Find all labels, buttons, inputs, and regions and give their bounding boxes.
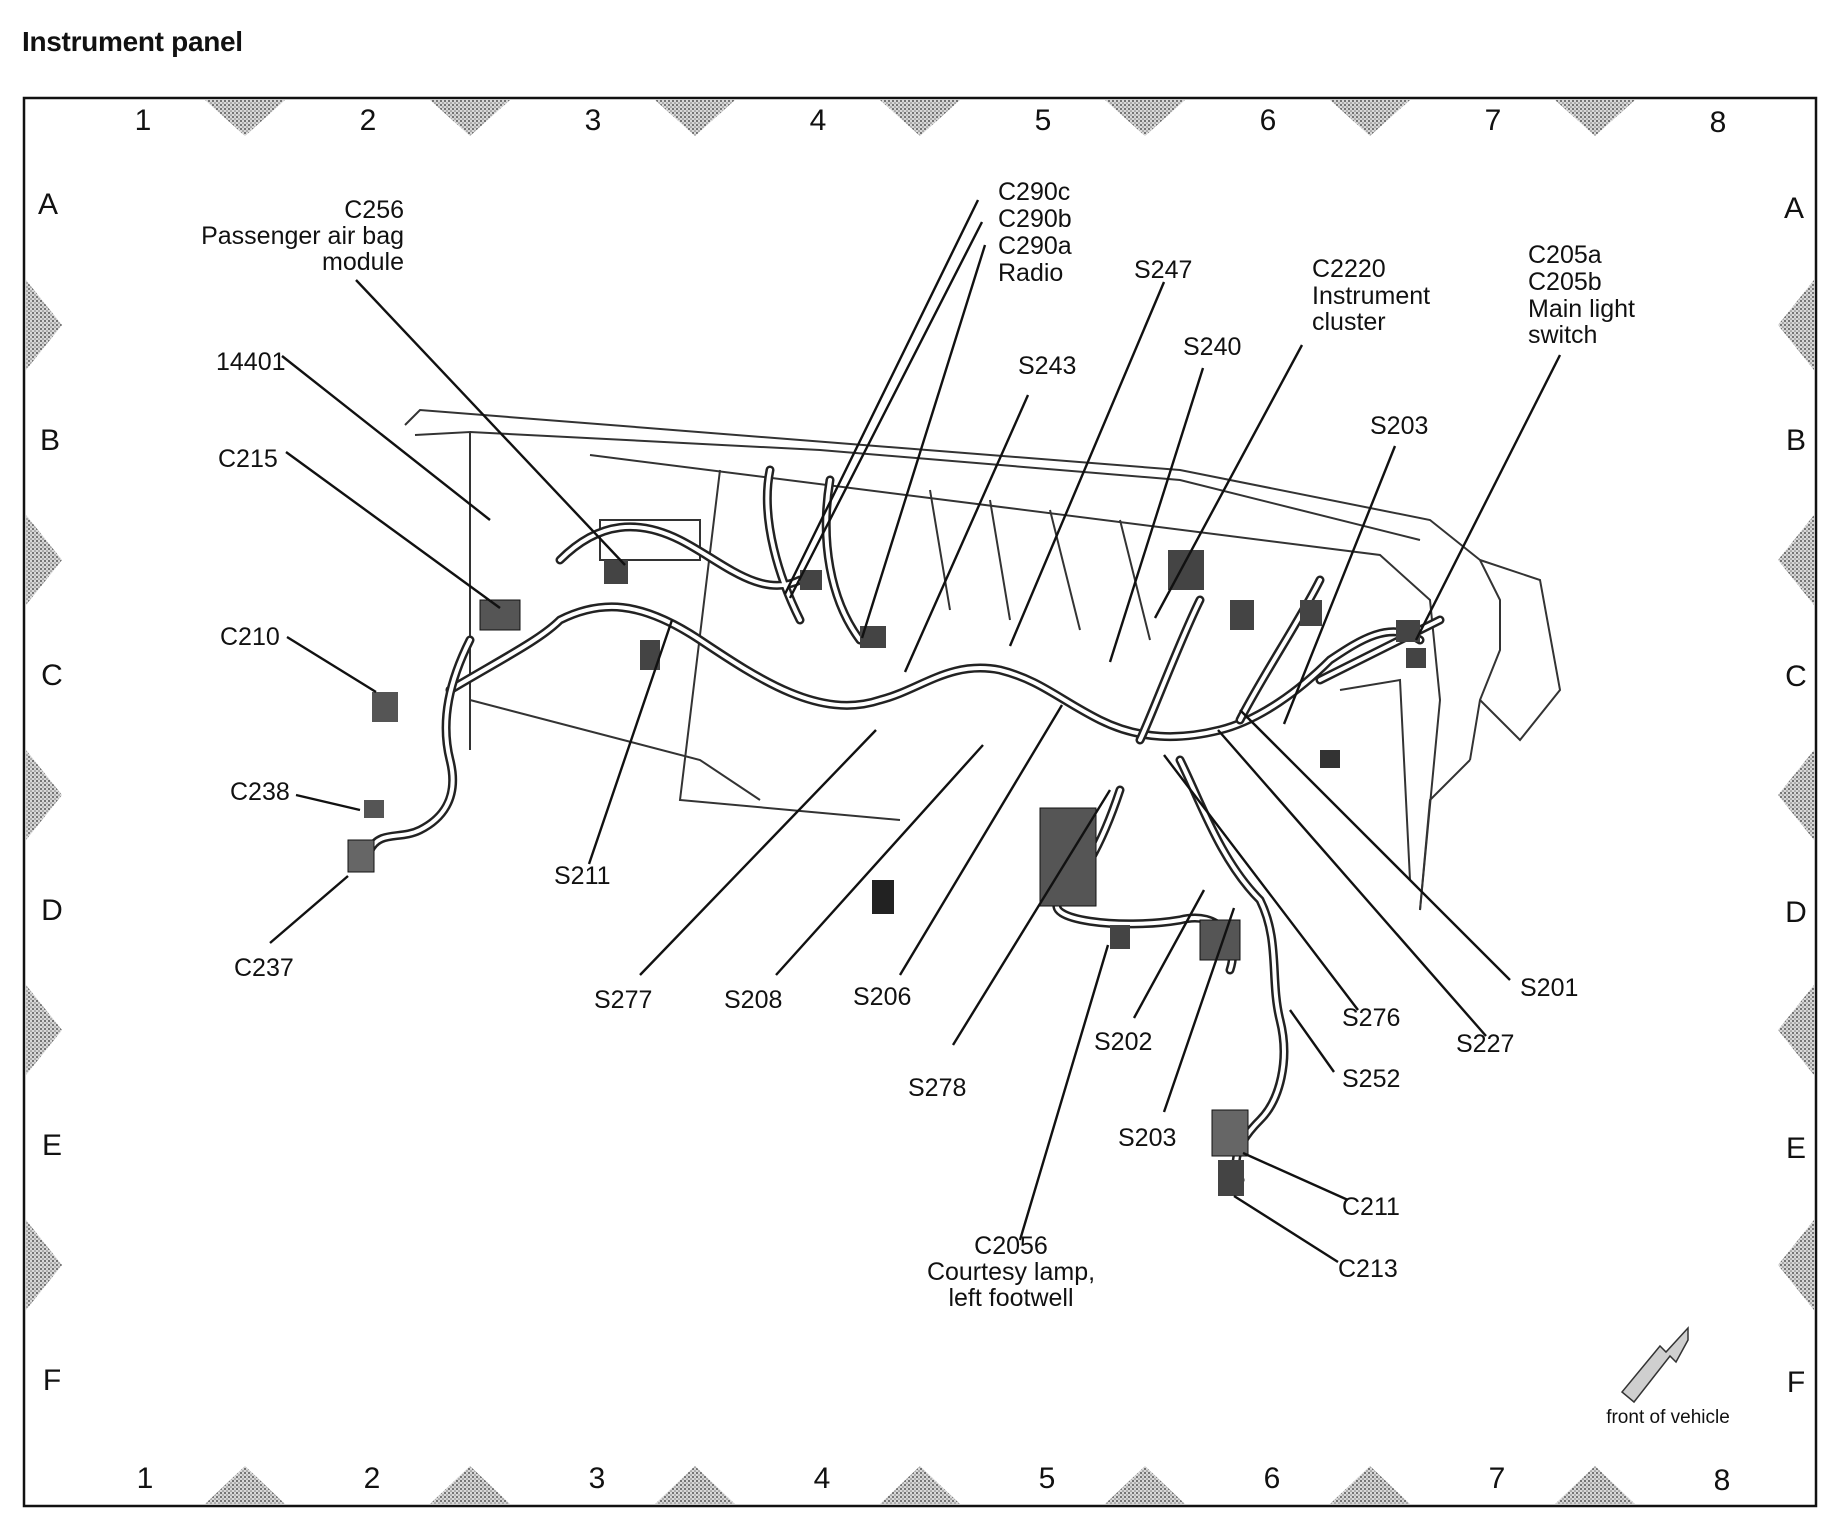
row-label-b-right: B xyxy=(1786,424,1806,457)
front-arrow-icon xyxy=(1620,1326,1689,1404)
leader-lines xyxy=(269,199,1562,1264)
label-s252: S252 xyxy=(1342,1065,1400,1093)
grid-labels: 1 2 3 4 5 6 7 8 1 2 3 4 5 6 7 8 A B C D … xyxy=(38,104,1807,1497)
label-c290c: C290c xyxy=(998,178,1070,206)
col-label-4-bottom: 4 xyxy=(814,1462,831,1495)
label-c238: C238 xyxy=(230,778,290,806)
row-label-e-right: E xyxy=(1786,1132,1806,1165)
col-label-8-bottom: 8 xyxy=(1714,1464,1731,1497)
col-label-7: 7 xyxy=(1485,104,1502,137)
label-c205-desc-2: switch xyxy=(1528,321,1597,349)
col-label-3-bottom: 3 xyxy=(589,1462,606,1495)
col-label-6: 6 xyxy=(1260,104,1277,137)
col-label-2: 2 xyxy=(360,104,377,137)
label-c2056-desc-1: Courtesy lamp, xyxy=(927,1258,1095,1286)
label-s206: S206 xyxy=(853,983,911,1011)
label-c290-desc: Radio xyxy=(998,259,1063,287)
label-s240: S240 xyxy=(1183,333,1241,361)
label-s201: S201 xyxy=(1520,974,1578,1002)
label-14401: 14401 xyxy=(216,348,286,376)
label-s278: S278 xyxy=(908,1074,966,1102)
label-c205a: C205a xyxy=(1528,241,1602,269)
col-label-2-bottom: 2 xyxy=(364,1462,381,1495)
row-label-f: F xyxy=(43,1364,61,1397)
col-label-5-bottom: 5 xyxy=(1039,1462,1056,1495)
label-s203-bottom: S203 xyxy=(1118,1124,1176,1152)
callouts: C256 Passenger air bag module C290c C290… xyxy=(201,178,1635,1312)
label-s211: S211 xyxy=(554,862,611,890)
row-label-c-right: C xyxy=(1785,660,1807,693)
label-c205-desc-1: Main light xyxy=(1528,295,1635,323)
label-c205b: C205b xyxy=(1528,268,1602,296)
row-label-c: C xyxy=(41,659,63,692)
col-label-1: 1 xyxy=(135,104,152,137)
col-label-5: 5 xyxy=(1035,104,1052,137)
label-c215: C215 xyxy=(218,445,278,473)
label-c256-desc-1: Passenger air bag xyxy=(201,222,404,250)
label-c290a: C290a xyxy=(998,232,1072,260)
col-label-8: 8 xyxy=(1710,106,1727,139)
label-c2220-desc-2: cluster xyxy=(1312,308,1386,336)
row-label-d: D xyxy=(41,894,63,927)
label-c210: C210 xyxy=(220,623,280,651)
label-s202: S202 xyxy=(1094,1028,1152,1056)
col-label-7-bottom: 7 xyxy=(1489,1462,1506,1495)
label-s243: S243 xyxy=(1018,352,1076,380)
label-s277: S277 xyxy=(594,986,652,1014)
col-label-6-bottom: 6 xyxy=(1264,1462,1281,1495)
label-s247: S247 xyxy=(1134,256,1192,284)
label-c256: C256 xyxy=(344,196,404,224)
label-c256-desc-2: module xyxy=(322,248,404,276)
front-of-vehicle-indicator: front of vehicle xyxy=(1606,1326,1730,1428)
label-c2220: C2220 xyxy=(1312,255,1386,283)
label-c213: C213 xyxy=(1338,1255,1398,1283)
label-c237: C237 xyxy=(234,954,294,982)
label-c2056-desc-2: left footwell xyxy=(948,1284,1073,1312)
row-label-a: A xyxy=(38,188,58,221)
col-label-4: 4 xyxy=(810,104,827,137)
grid-markers xyxy=(26,100,1814,1504)
label-c2056: C2056 xyxy=(974,1232,1048,1260)
label-s276: S276 xyxy=(1342,1004,1400,1032)
front-of-vehicle-label: front of vehicle xyxy=(1606,1407,1730,1428)
label-s227: S227 xyxy=(1456,1030,1514,1058)
row-label-d-right: D xyxy=(1785,896,1807,929)
label-s203-top: S203 xyxy=(1370,412,1428,440)
label-c290b: C290b xyxy=(998,205,1072,233)
label-s208: S208 xyxy=(724,986,782,1014)
label-c2220-desc-1: Instrument xyxy=(1312,282,1430,310)
col-label-3: 3 xyxy=(585,104,602,137)
col-label-1-bottom: 1 xyxy=(137,1462,154,1495)
diagram-frame xyxy=(22,96,1818,1508)
label-c211: C211 xyxy=(1342,1193,1400,1221)
row-label-b: B xyxy=(40,424,60,457)
page-title: Instrument panel xyxy=(22,26,243,57)
row-label-e: E xyxy=(42,1129,62,1162)
row-label-a-right: A xyxy=(1784,192,1804,225)
row-label-f-right: F xyxy=(1787,1366,1805,1399)
dashboard-illustration xyxy=(347,408,1562,1196)
